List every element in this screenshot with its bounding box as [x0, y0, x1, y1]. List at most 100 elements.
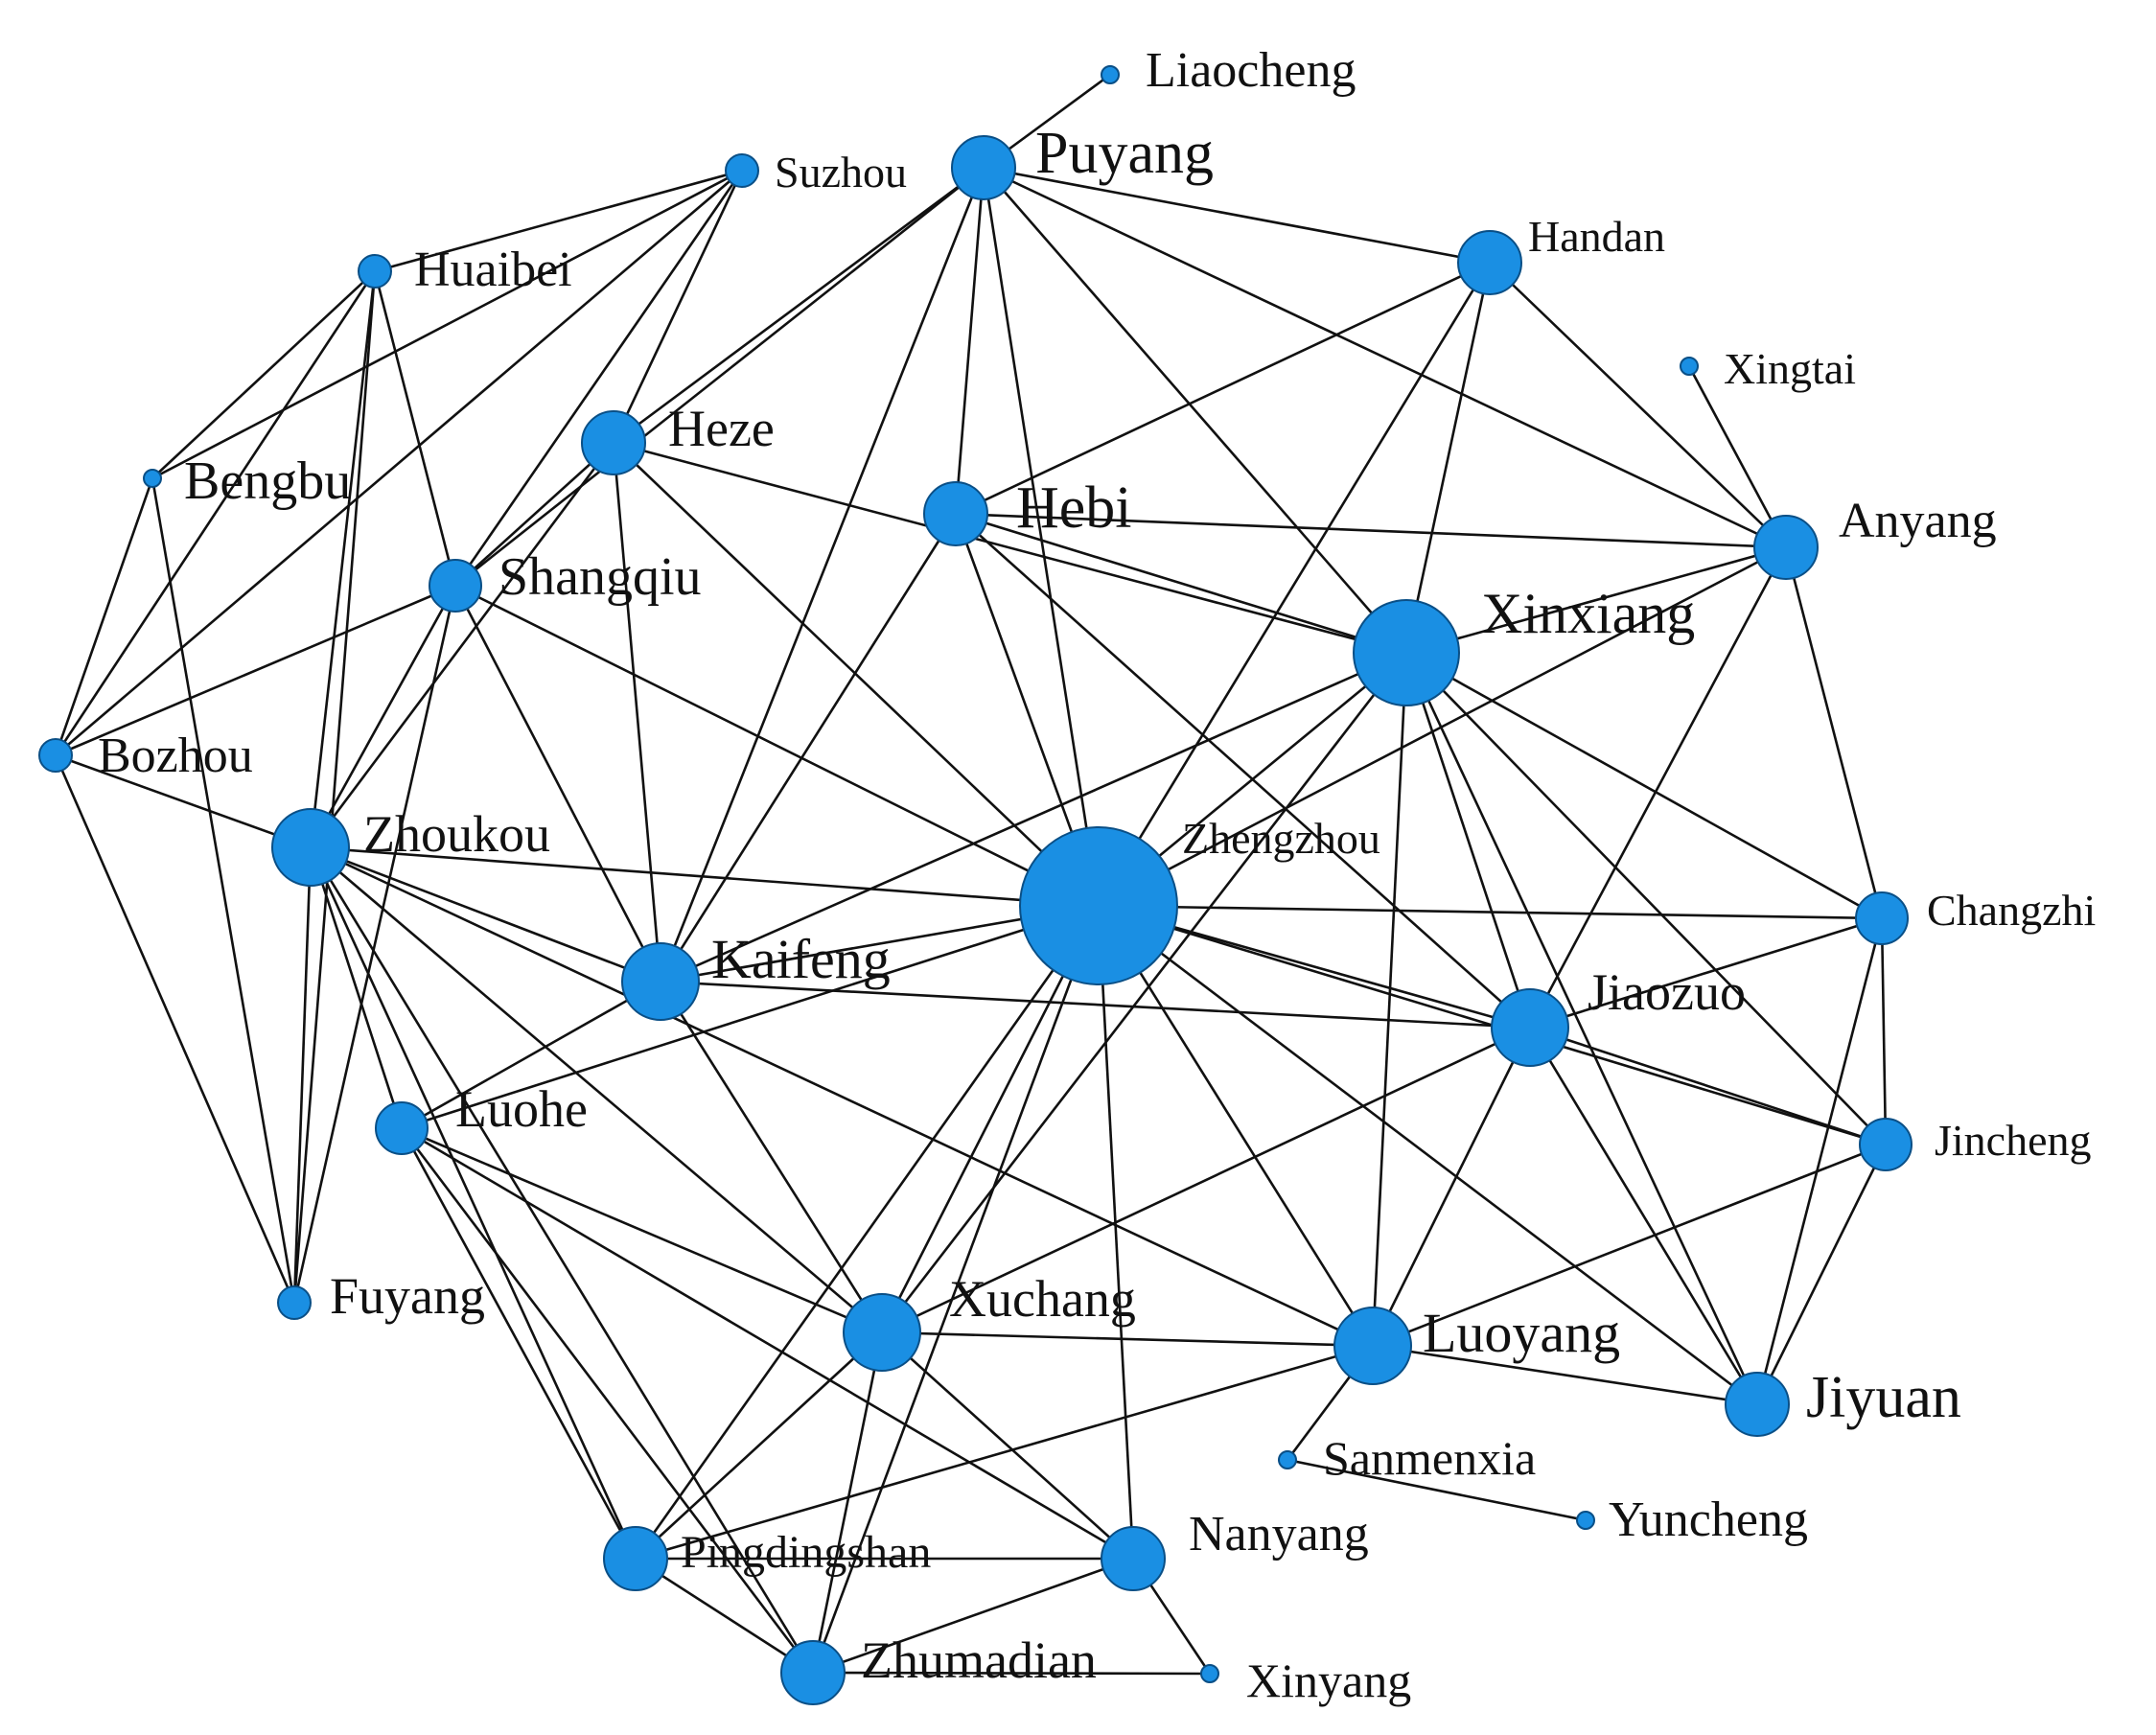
label-hebi: Hebi	[1016, 475, 1132, 541]
label-kaifeng: Kaifeng	[711, 928, 891, 990]
edge-zhoukou-zhumadian	[309, 846, 815, 1674]
edge-puyang-heze	[613, 166, 985, 445]
edge-changzhi-jincheng	[1880, 917, 1888, 1145]
node-fuyang	[277, 1285, 312, 1320]
edge-jincheng-jiyuan	[1755, 1144, 1888, 1405]
edge-luohe-nanyang	[401, 1126, 1134, 1561]
edge-anyang-hebi	[955, 512, 1787, 549]
edge-changzhi-jiaozuo	[1529, 916, 1883, 1029]
edge-hebi-xinxiang	[955, 512, 1407, 655]
edge-anyang-xinxiang	[1405, 545, 1787, 655]
edge-puyang-zhengzhou	[982, 167, 1101, 907]
edge-bengbu-fuyang	[151, 477, 296, 1304]
node-changzhi	[1855, 891, 1909, 945]
edge-jiaozuo-kaifeng	[660, 980, 1531, 1029]
edge-zhengzhou-luohe	[401, 904, 1100, 1130]
edge-jiaozuo-jincheng	[1529, 1026, 1887, 1146]
edge-xinxiang-xuchang	[880, 652, 1408, 1333]
edge-puyang-handan	[983, 166, 1491, 265]
edge-nanyang-zhumadian	[812, 1557, 1134, 1675]
edge-heze-shangqiu	[454, 442, 614, 587]
edge-kaifeng-luohe	[401, 980, 661, 1130]
node-huaibei	[358, 254, 392, 289]
edge-zhengzhou-zhoukou	[310, 845, 1100, 908]
edge-heze-kaifeng	[612, 442, 662, 983]
node-handan	[1457, 230, 1522, 295]
label-bengbu: Bengbu	[184, 451, 351, 511]
edge-zhengzhou-luoyang	[1097, 905, 1375, 1347]
edge-hebi-jiaozuo	[955, 513, 1531, 1029]
label-zhumadian: Zhumadian	[861, 1631, 1097, 1689]
label-jincheng: Jincheng	[1935, 1116, 2092, 1165]
node-nanyang	[1101, 1526, 1166, 1591]
node-hebi	[923, 481, 988, 546]
edge-xuchang-zhumadian	[811, 1331, 884, 1674]
label-shangqiu: Shangqiu	[498, 547, 702, 607]
node-xinyang	[1200, 1664, 1219, 1683]
label-xingtai: Xingtai	[1724, 344, 1856, 393]
label-luoyang: Luoyang	[1423, 1302, 1620, 1364]
node-jiaozuo	[1491, 988, 1569, 1067]
edge-handan-xinxiang	[1404, 262, 1492, 654]
node-jiyuan	[1725, 1372, 1790, 1437]
edge-shangqiu-kaifeng	[453, 585, 662, 983]
edge-xuchang-pingdingshan	[635, 1331, 883, 1560]
label-pingdingshan: Pingdingshan	[681, 1527, 931, 1578]
label-anyang: Anyang	[1839, 494, 1997, 548]
edge-zhoukou-luohe	[309, 846, 404, 1129]
label-puyang: Puyang	[1035, 121, 1214, 186]
edge-anyang-jiaozuo	[1528, 546, 1788, 1029]
edge-hebi-kaifeng	[659, 513, 958, 983]
edge-anyang-changzhi	[1784, 546, 1884, 919]
edge-xinxiang-changzhi	[1405, 651, 1883, 920]
label-suzhou: Suzhou	[775, 148, 907, 197]
node-shangqiu	[429, 559, 482, 613]
edge-bengbu-bozhou	[54, 477, 154, 756]
edge-huaibei-bengbu	[151, 270, 376, 479]
edge-jiaozuo-luoyang	[1371, 1027, 1532, 1347]
edge-handan-zhengzhou	[1097, 262, 1492, 907]
node-kaifeng	[621, 942, 700, 1021]
edge-xuchang-nanyang	[881, 1331, 1134, 1560]
edge-puyang-shangqiu	[454, 166, 985, 588]
edge-kaifeng-zhoukou	[310, 845, 661, 983]
edge-jiaozuo-xuchang	[881, 1026, 1531, 1334]
edge-zhoukou-luoyang	[310, 845, 1374, 1348]
label-liaocheng: Liaocheng	[1146, 43, 1356, 98]
edge-suzhou-huaibei	[374, 169, 743, 273]
edge-luohe-zhumadian	[400, 1127, 815, 1674]
edge-suzhou-bengbu	[151, 169, 743, 480]
node-xuchang	[843, 1293, 921, 1372]
node-liaocheng	[1101, 65, 1120, 84]
label-fuyang: Fuyang	[330, 1267, 485, 1325]
edge-xuchang-luoyang	[881, 1330, 1374, 1348]
node-xinxiang	[1353, 599, 1460, 706]
node-layer	[38, 65, 1913, 1705]
node-puyang	[951, 135, 1016, 200]
edge-suzhou-bozhou	[55, 170, 743, 756]
edge-huaibei-bozhou	[54, 270, 377, 756]
node-xingtai	[1680, 357, 1699, 376]
node-zhumadian	[780, 1640, 846, 1705]
node-bozhou	[38, 738, 73, 773]
edge-kaifeng-xuchang	[659, 981, 884, 1333]
label-changzhi: Changzhi	[1927, 886, 2096, 935]
edge-shangqiu-zhengzhou	[454, 584, 1100, 908]
label-xinyang: Xinyang	[1246, 1654, 1411, 1707]
edge-huaibei-zhoukou	[309, 270, 377, 848]
edge-bozhou-fuyang	[54, 754, 296, 1304]
edge-heze-zhengzhou	[613, 442, 1100, 907]
edge-layer	[54, 73, 1888, 1676]
edge-luoyang-pingdingshan	[635, 1344, 1374, 1561]
node-anyang	[1753, 515, 1819, 580]
edge-luohe-pingdingshan	[400, 1127, 638, 1560]
edge-suzhou-heze	[612, 170, 744, 444]
edge-zhengzhou-nanyang	[1097, 905, 1135, 1560]
node-yuncheng	[1576, 1511, 1595, 1530]
edge-handan-anyang	[1489, 262, 1787, 548]
edge-zhengzhou-pingdingshan	[634, 905, 1101, 1560]
label-yuncheng: Yuncheng	[1609, 1492, 1808, 1547]
edge-luohe-xuchang	[401, 1126, 883, 1334]
edge-heze-zhoukou	[309, 442, 615, 848]
